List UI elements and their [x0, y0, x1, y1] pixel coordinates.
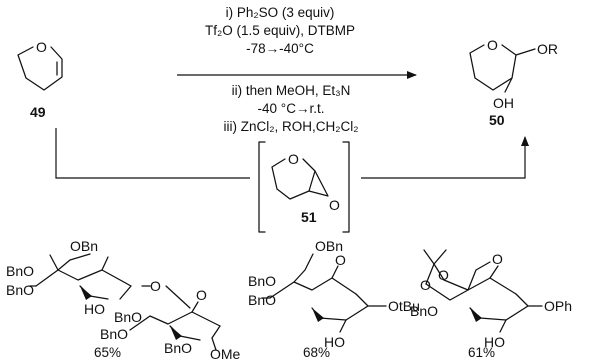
example-1-label-1: OBn	[70, 238, 98, 254]
example-2-yield: 68%	[303, 345, 330, 360]
compound-49-structure: O 49	[17, 39, 63, 120]
condition-step2-line1: ii) then MeOH, Et₃N	[232, 83, 351, 98]
condition-step1-line2: Tf₂O (1.5 equiv), DTBMP	[205, 23, 355, 38]
example-2-structure: OBn BnO BnO O HO OtBu 68%	[248, 238, 420, 360]
connector-left	[55, 128, 250, 179]
example-3-label-3: BnO	[410, 303, 438, 319]
example-2-label-5: HO	[324, 334, 345, 350]
example-3-label-6: OPh	[544, 298, 572, 314]
example-1-label-6: BnO	[114, 309, 142, 325]
example-3-structure: O O BnO O HO OPh 61%	[410, 249, 572, 360]
example-3-label-1: O	[420, 277, 431, 293]
condition-step2-line2: -40 °C→r.t.	[258, 101, 325, 116]
compound-51-structure: O O 51	[271, 151, 340, 225]
example-3-label-4: O	[492, 251, 503, 267]
compound-50-label: 50	[489, 112, 505, 128]
example-1-structure: OBn BnO BnO HO O BnO O BnO BnO OMe 65%	[6, 238, 241, 361]
compound-51-label: 51	[301, 209, 317, 225]
example-1-label-4: HO	[84, 301, 105, 317]
example-3-yield: 61%	[468, 345, 495, 360]
condition-step1-line1: i) Ph₂SO (3 equiv)	[226, 5, 335, 20]
example-1-label-5: O	[150, 278, 161, 294]
compound-50-oh-group: OH	[493, 95, 514, 111]
example-1-label-9: BnO	[164, 340, 192, 356]
example-1-label-10: OMe	[210, 346, 241, 361]
example-3-label-2: O	[438, 267, 449, 283]
intermediate-bracket	[258, 141, 350, 233]
compound-50-or-group: OR	[537, 41, 558, 57]
example-2-label-4: O	[335, 252, 346, 268]
condition-step1-line3: -78→-40°C	[246, 41, 314, 56]
compound-49-ring-oxygen: O	[36, 39, 47, 55]
connector-right	[361, 136, 529, 179]
condition-step3-line1: iii) ZnCl₂, ROH,CH₂Cl₂	[224, 119, 359, 134]
compound-51-epoxide-oxygen: O	[329, 197, 340, 213]
reaction-conditions: i) Ph₂SO (3 equiv) Tf₂O (1.5 equiv), DTB…	[205, 5, 359, 134]
compound-49-label: 49	[30, 104, 46, 120]
compound-51-ring-oxygen: O	[288, 151, 299, 167]
example-2-label-3: BnO	[248, 292, 276, 308]
example-2-label-6: OtBu	[388, 298, 420, 314]
example-3-label-5: HO	[484, 334, 505, 350]
example-1-label-8: BnO	[100, 326, 128, 342]
example-1-label-7: O	[196, 287, 207, 303]
compound-50-ring-oxygen: O	[487, 37, 498, 53]
compound-50-structure: O OR OH 50	[469, 37, 558, 128]
example-1-label-3: BnO	[6, 282, 34, 298]
example-1-label-2: BnO	[6, 263, 34, 279]
example-2-label-2: BnO	[248, 273, 276, 289]
example-2-label-1: OBn	[315, 238, 343, 254]
example-1-yield: 65%	[94, 345, 121, 360]
